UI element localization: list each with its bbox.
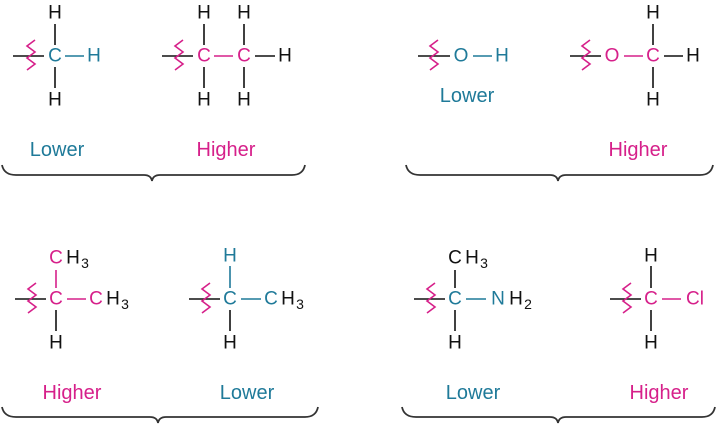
squiggle-bond-icon — [580, 39, 592, 71]
atom-c-top: C — [448, 248, 462, 269]
atom-c1: C — [197, 46, 211, 67]
subscript-3: 3 — [296, 296, 304, 312]
ethyl-structure: C H C H 3 H — [189, 246, 304, 354]
atom-o: O — [454, 46, 469, 67]
atom-c: C — [49, 289, 63, 310]
priority-label-higher: Higher — [197, 139, 256, 161]
atom-h-bottom: H — [448, 333, 462, 354]
priority-label-higher: Higher — [609, 139, 668, 161]
atom-cl: Cl — [686, 289, 704, 310]
squiggle-bond-icon — [621, 282, 633, 314]
methyl-structure: C H H H — [13, 3, 101, 111]
priority-label-lower: Lower — [220, 382, 275, 404]
atom-h-top: H — [223, 246, 237, 267]
squiggle-bond-icon — [425, 282, 437, 314]
atom-h-right: H — [281, 289, 295, 310]
atom-h: H — [495, 46, 509, 67]
panel-4: C C H 3 N H 2 H C H Cl H Lower Higher — [401, 246, 716, 424]
brace-icon — [401, 406, 716, 424]
panel-1: C H H H C C H H H H H Lower Higher — [1, 3, 306, 182]
atom-h-bottom: H — [223, 333, 237, 354]
panel-2: O H Lower O C H H H Higher — [405, 3, 714, 182]
priority-label-higher: Higher — [43, 382, 102, 404]
squiggle-bond-icon — [428, 39, 440, 71]
priority-label-lower: Lower — [440, 85, 495, 107]
squiggle-bond-icon — [25, 39, 37, 71]
atom-h-top: H — [465, 248, 479, 269]
brace-icon — [405, 164, 714, 182]
atom-h: H — [686, 46, 700, 67]
atom-c: C — [448, 289, 462, 310]
atom-h-bottom: H — [644, 333, 658, 354]
aminoethyl-structure: C C H 3 N H 2 H — [414, 248, 532, 354]
priority-label-higher: Higher — [630, 382, 689, 404]
atom-h: H — [237, 3, 251, 24]
atom-h: H — [197, 90, 211, 111]
atom-h: H — [197, 3, 211, 24]
atom-h-top: H — [48, 3, 62, 24]
atom-h-bottom: H — [49, 333, 63, 354]
atom-h-top: H — [66, 248, 80, 269]
methoxy-structure: O C H H H — [570, 3, 700, 111]
atom-c-top: C — [49, 248, 63, 269]
brace-icon — [1, 164, 306, 182]
atom-c-right: C — [89, 289, 103, 310]
atom-h: H — [646, 90, 660, 111]
subscript-3: 3 — [81, 255, 89, 271]
atom-c-right: C — [264, 289, 278, 310]
subscript-2: 2 — [524, 296, 532, 312]
ethyl-structure: C C H H H H H — [162, 3, 292, 111]
atom-h-right: H — [278, 46, 292, 67]
panel-3: C C H 3 C H 3 H C H C H 3 H Higher Lower — [1, 246, 319, 424]
subscript-3: 3 — [121, 296, 129, 312]
squiggle-bond-icon — [173, 39, 185, 71]
atom-h-bottom: H — [48, 90, 62, 111]
hydroxyl-structure: O H — [418, 39, 509, 71]
atom-c2: C — [237, 46, 251, 67]
atom-c: C — [223, 289, 237, 310]
brace-icon — [1, 406, 319, 424]
atom-h-top: H — [644, 246, 658, 267]
isopropyl-structure: C C H 3 C H 3 H — [15, 248, 129, 354]
priority-label-lower: Lower — [446, 382, 501, 404]
subscript-3: 3 — [480, 255, 488, 271]
priority-label-lower: Lower — [30, 139, 85, 161]
atom-h: H — [237, 90, 251, 111]
atom-h: H — [646, 3, 660, 24]
atom-c: C — [646, 46, 660, 67]
atom-n: N — [491, 289, 505, 310]
atom-h-right: H — [106, 289, 120, 310]
atom-h-n: H — [509, 289, 523, 310]
atom-c: C — [48, 46, 62, 67]
chloromethyl-structure: C H Cl H — [610, 246, 704, 354]
squiggle-bond-icon — [26, 282, 38, 314]
squiggle-bond-icon — [200, 282, 212, 314]
atom-h-right: H — [87, 46, 101, 67]
atom-c: C — [644, 289, 658, 310]
atom-o: O — [605, 46, 620, 67]
